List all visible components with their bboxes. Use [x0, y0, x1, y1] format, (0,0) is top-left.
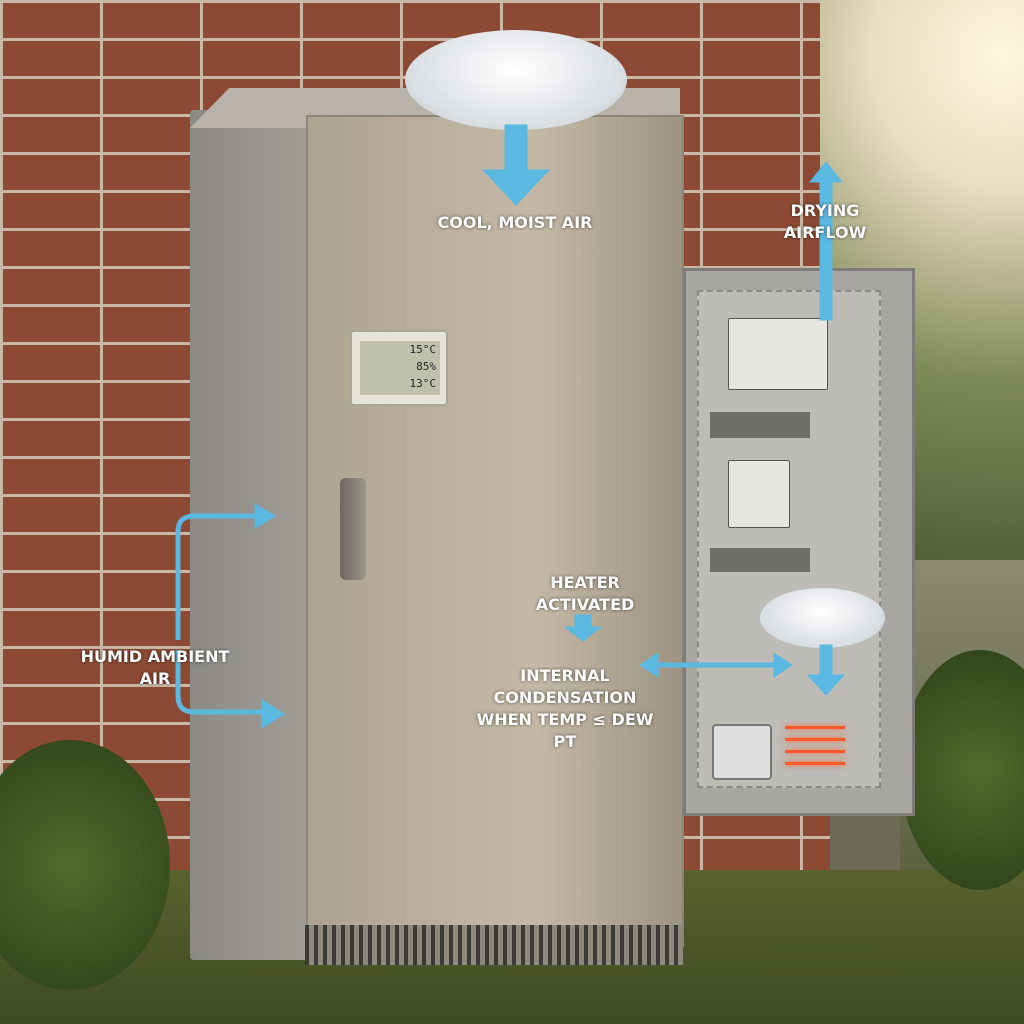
- circuit-breakers-middle: [728, 460, 790, 528]
- arrow-right-icon: [254, 503, 276, 529]
- label-drying-airflow: DRYING AIRFLOW: [783, 201, 867, 242]
- label-internal-condensation: INTERNAL CONDENSATION WHEN TEMP ≤ DEW PT: [476, 666, 654, 751]
- fan-icon: [712, 724, 772, 780]
- heater-element: [785, 762, 845, 765]
- heater-element: [785, 750, 845, 753]
- din-rail: [710, 548, 810, 572]
- dew-point-readout: 13°C: [409, 377, 437, 390]
- cabinet-vent: [305, 925, 683, 965]
- arrow-down-icon: [806, 644, 846, 696]
- heater-element: [785, 726, 845, 729]
- heater-element: [785, 738, 845, 741]
- arrow-right-icon: [261, 699, 285, 729]
- label-heater-activated: HEATER ACTIVATED: [535, 573, 635, 614]
- cloud-icon: [405, 30, 627, 130]
- arrow-right-icon: [773, 652, 793, 678]
- circuit-breakers-top: [728, 318, 828, 390]
- display-screen: 15°C 85% 13°C: [360, 341, 440, 395]
- label-cool-moist-air: COOL, MOIST AIR: [437, 213, 593, 232]
- cabinet-side: [190, 110, 310, 960]
- label-humid-ambient-air: HUMID AMBIENT AIR: [80, 647, 230, 688]
- arrow-up-icon: [808, 161, 844, 321]
- arrow-down-icon: [481, 124, 551, 206]
- arrow-down-icon: [563, 614, 603, 642]
- din-rail: [710, 412, 810, 438]
- humidity-readout: 85%: [416, 360, 436, 373]
- arrow-left-icon: [639, 652, 659, 678]
- cloud-icon: [760, 588, 885, 648]
- mounting-panel: [697, 290, 881, 788]
- humid-air-arrows: [175, 513, 264, 715]
- temperature-readout: 15°C: [409, 343, 437, 356]
- thermo-hygrometer: 15°C 85% 13°C: [350, 330, 448, 406]
- door-handle: [340, 478, 366, 580]
- bush-right: [900, 650, 1024, 890]
- bush-left: [0, 740, 170, 990]
